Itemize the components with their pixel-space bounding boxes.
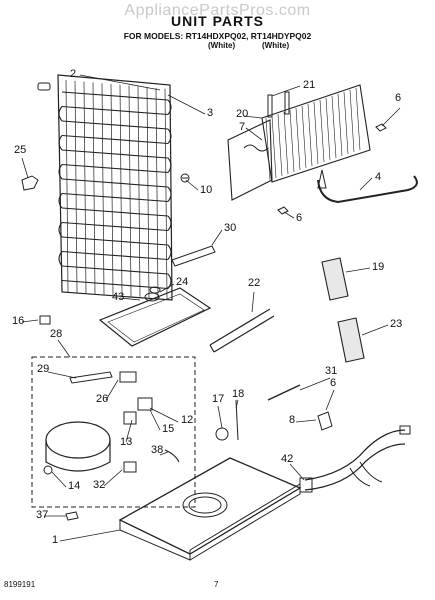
part-43-drain-pan [98,287,212,347]
callout-38: 38 [151,444,163,456]
callout-18: 18 [232,388,244,400]
part-37-clip [65,511,79,521]
callout-23: 23 [390,318,402,330]
watermark: AppliancePartsPros.com [124,2,311,19]
part-38-wire [164,449,180,463]
doc-number: 8199191 [4,580,36,589]
diagram-title: UNIT PARTS [171,13,264,29]
part-32-capacitor [123,461,137,473]
part-29-filter-drier [69,371,113,384]
models-line: FOR MODELS: RT14HDXPQ02, RT14HDYPQ02 [123,31,312,41]
part-24-grommet [149,286,161,294]
part-22-tube [209,308,275,353]
callout-13: 13 [120,436,132,448]
callout-1: 1 [52,534,58,546]
callout-6: 6 [395,92,401,104]
part-30-bolt [171,245,216,267]
callout-30: 30 [224,222,236,234]
part-1-base-plate [118,457,302,561]
callout-3: 3 [207,107,213,119]
part-16-clip [39,315,51,325]
part-19-insulation [321,257,349,301]
callout-8: 8 [289,414,295,426]
callout-43: 43 [112,291,124,303]
part-4-clip [317,169,327,189]
part-26-relay [119,371,137,383]
callout-17: 17 [212,393,224,405]
part-28-compressor-kit-box [31,356,196,508]
page-number: 7 [214,580,219,589]
callout-6: 6 [330,377,336,389]
callout-28: 28 [50,328,62,340]
callout-16: 16 [12,315,24,327]
callout-7: 7 [239,121,245,133]
condenser-coil [57,74,173,301]
callout-4: 4 [375,171,381,183]
callout-12: 12 [181,414,193,426]
callout-15: 15 [162,423,174,435]
callout-10: 10 [200,184,212,196]
part-8-bracket [317,411,333,431]
callout-32: 32 [93,479,105,491]
callout-29: 29 [37,363,49,375]
part-2-plug [37,82,51,91]
model-color-left: (White) [208,41,236,50]
part-42-wire-harness [299,425,411,493]
callout-14: 14 [68,480,80,492]
callout-6: 6 [296,212,302,224]
callout-37: 37 [36,509,48,521]
model-color-right: (White) [262,41,290,50]
part-14-compressor [43,421,111,475]
part-25-clip [21,175,39,191]
part-13-cover [123,411,137,425]
part-17-grommet [215,427,229,441]
part-10-screw [180,173,190,183]
part-6-screw-mid [277,206,289,215]
part-6-screw-top [375,123,387,132]
callout-19: 19 [372,261,384,273]
callout-24: 24 [176,276,188,288]
callout-31: 31 [325,365,337,377]
part-4-drain-tube [317,175,418,204]
callout-2: 2 [70,68,76,80]
callout-22: 22 [248,277,260,289]
part-7-condenser-assembly [227,84,371,201]
part-31-rod [267,384,301,401]
callout-42: 42 [281,453,293,465]
callout-21: 21 [303,79,315,91]
part-15-overload [137,397,153,411]
callout-26: 26 [96,393,108,405]
callout-20: 20 [236,108,248,120]
part-23-insulation [337,317,365,363]
callout-25: 25 [14,144,26,156]
